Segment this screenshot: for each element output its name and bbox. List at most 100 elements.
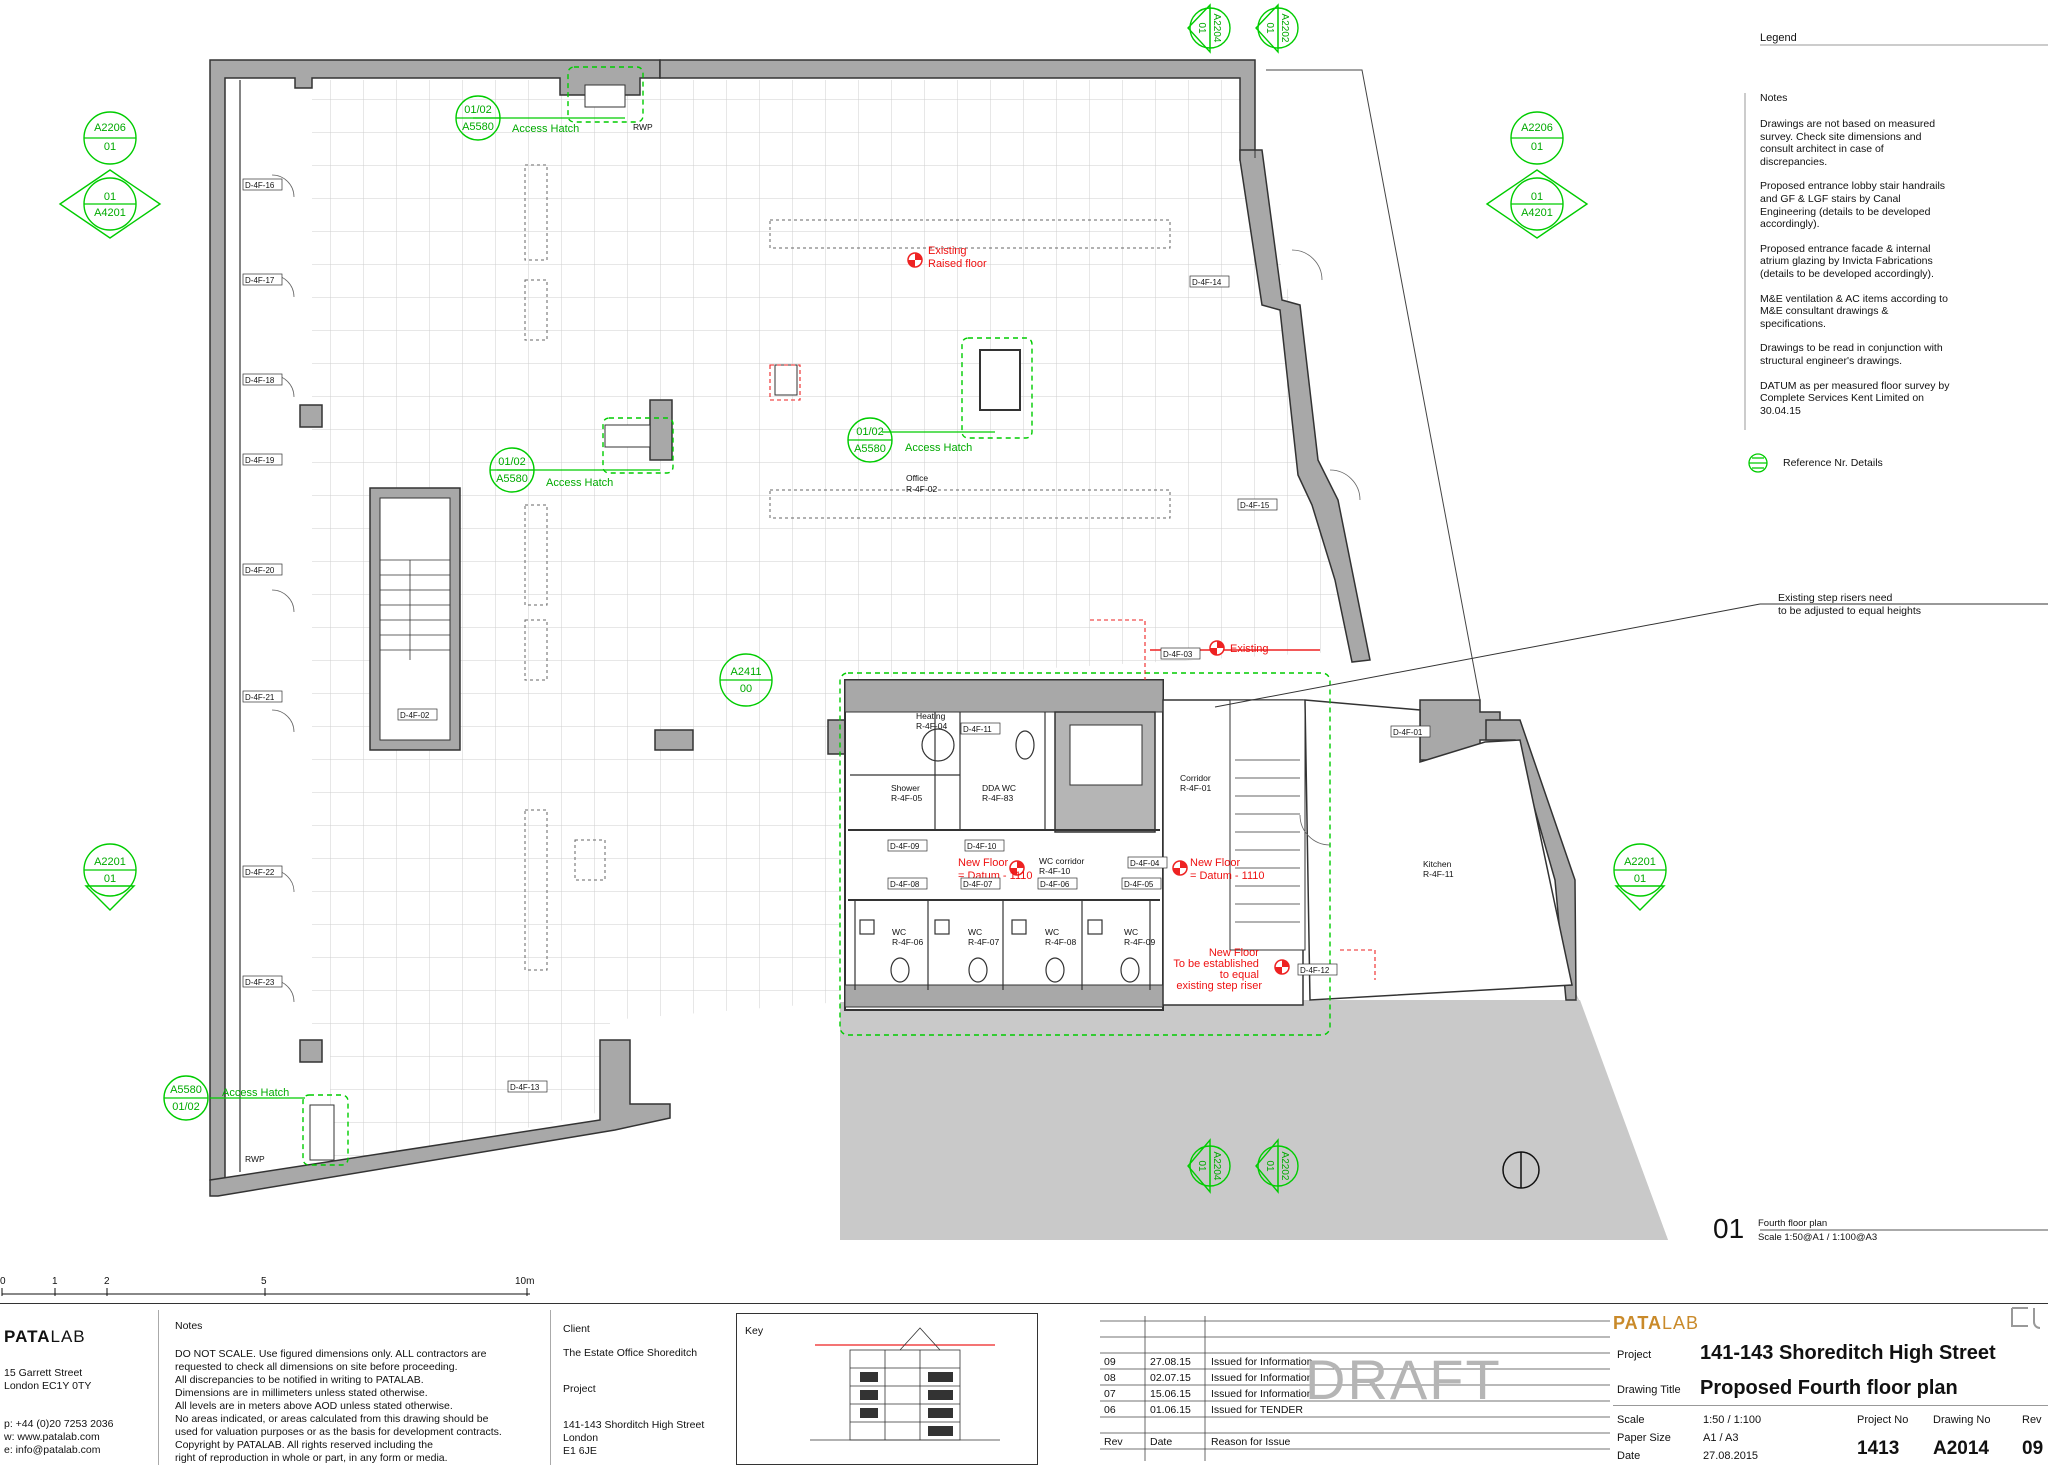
corridor-code: R-4F-01 — [1180, 783, 1211, 793]
door-tag: D-4F-06 — [1040, 880, 1070, 889]
rev-08: 08 — [1104, 1372, 1116, 1384]
ref-a5580-4: A5580 — [170, 1084, 202, 1096]
new-floor-label-2: New Floor — [1190, 857, 1240, 869]
door-tag: D-4F-04 — [1130, 859, 1160, 868]
ref-top-a2202: A2202 — [1279, 14, 1290, 43]
scale-value: 1:50 / 1:100 — [1703, 1414, 1762, 1426]
door-tag: D-4F-21 — [245, 693, 275, 702]
door-tag-box — [1297, 963, 1338, 976]
plan-scale: Scale 1:50@A1 / 1:100@A3 — [1758, 1232, 1878, 1243]
door-tag-box — [960, 877, 1001, 890]
tb-note-line: All discrepancies to be notified in writ… — [175, 1374, 424, 1386]
legend-notes: Drawings are not based on measured surve… — [1760, 118, 1950, 429]
paper-label: Paper Size — [1617, 1432, 1671, 1444]
shower-code: R-4F-05 — [891, 793, 922, 803]
wc-core — [844, 679, 1573, 1011]
company-address-2: London EC1Y 0TY — [4, 1380, 92, 1392]
logo-prefix: PATA — [4, 1327, 51, 1346]
door-tag-box — [242, 563, 283, 576]
rev-09: 09 — [1104, 1356, 1116, 1368]
green-zones — [302, 66, 1331, 1166]
ref-tl-mid: 01 — [104, 141, 116, 153]
tb-note-line: No areas indicated, or areas calculated … — [175, 1413, 489, 1425]
rwp-label-2: RWP — [245, 1154, 265, 1164]
scale-tick-2: 2 — [104, 1276, 110, 1287]
door-tag: D-4F-19 — [245, 456, 275, 465]
drawing-no-label: Drawing No — [1933, 1414, 1991, 1426]
door-tag: D-4F-08 — [890, 880, 920, 889]
ref-bot-a2202-num: 01 — [1264, 1160, 1275, 1172]
company-web: w: www.patalab.com — [4, 1431, 100, 1443]
door-tag: D-4F-11 — [963, 725, 992, 734]
stair-core-left — [369, 487, 461, 751]
divider — [158, 1310, 159, 1465]
door-tag: D-4F-22 — [245, 868, 275, 877]
nfe-line1: New Floor — [1209, 947, 1259, 959]
divider — [1613, 1405, 2048, 1406]
ref-0102-2: 01/02 — [498, 456, 526, 468]
kitchen-label: Kitchen — [1423, 859, 1452, 869]
company-address-1: 15 Garrett Street — [4, 1367, 83, 1379]
company-phone: p: +44 (0)20 7253 2036 — [4, 1418, 114, 1430]
drawing-no: A2014 — [1933, 1438, 1989, 1459]
ref-tr-bot: A4201 — [1521, 207, 1553, 219]
scale-tick-5: 5 — [261, 1276, 267, 1287]
door-tag-box — [1390, 725, 1431, 738]
legend-note: DATUM as per measured floor survey by Co… — [1760, 379, 1950, 417]
rev-09-reason: Issued for Information — [1211, 1356, 1313, 1368]
brand-prefix: PATA — [1613, 1313, 1662, 1333]
ref-lm-bot: 01 — [104, 873, 116, 885]
wc-09-label: WC — [1124, 927, 1138, 937]
floor-plan: A2206 01 01 A4201 A2206 01 01 A4201 A220… — [58, 3, 2048, 1240]
ref-tl-bot: A4201 — [94, 207, 126, 219]
rev-07: 07 — [1104, 1388, 1116, 1400]
door-tag-box — [1121, 877, 1162, 890]
ref-bot-a2202: A2202 — [1279, 1152, 1290, 1181]
rev-header: Rev — [1104, 1436, 1123, 1448]
legend-note: Proposed entrance lobby stair handrails … — [1760, 180, 1946, 231]
heating-code: R-4F-04 — [916, 721, 947, 731]
legend-note: Proposed entrance facade & internal atri… — [1760, 242, 1934, 280]
rev-09-date: 27.08.15 — [1150, 1356, 1191, 1368]
ref-a5580-3: A5580 — [854, 443, 886, 455]
access-hatch-label-4: Access Hatch — [222, 1087, 289, 1099]
tb-note-line: All levels are in meters above AOD unles… — [175, 1400, 453, 1412]
scale-tick-1: 1 — [52, 1276, 58, 1287]
revision-table: 09 27.08.15 Issued for Information 08 02… — [1100, 1316, 1610, 1461]
nfe-line3: to equal — [1220, 969, 1259, 981]
project-no: 1413 — [1857, 1438, 1900, 1459]
door-tag-box — [1189, 275, 1230, 288]
legend-title: Legend — [1760, 32, 1797, 44]
door-tag: D-4F-03 — [1163, 650, 1193, 659]
ref-top-a2202-num: 01 — [1264, 22, 1275, 34]
wc-08-code: R-4F-08 — [1045, 937, 1076, 947]
project-title: 141-143 Shoreditch High Street — [1700, 1342, 1996, 1364]
service-ducts — [524, 164, 1171, 971]
tb-note-line: Copyright by PATALAB. All rights reserve… — [175, 1439, 433, 1451]
ref-0102-3: 01/02 — [856, 426, 884, 438]
ref-top-a2204-num: 01 — [1196, 22, 1207, 34]
wc-09-code: R-4F-09 — [1124, 937, 1155, 947]
ref-a2411: A2411 — [731, 666, 762, 678]
callout-existing-step: Existing step risers need to be adjusted… — [1778, 592, 1922, 617]
kitchen-code: R-4F-11 — [1423, 869, 1454, 879]
ref-bot-a2204-num: 01 — [1196, 1160, 1207, 1172]
ddawc-code: R-4F-83 — [982, 793, 1013, 803]
company-logo: PATALAB — [4, 1327, 86, 1347]
wc-corridor-label: WC corridor — [1039, 856, 1085, 866]
access-hatch-label-2: Access Hatch — [546, 477, 613, 489]
titleblock-rule — [0, 1303, 2048, 1304]
draft-watermark: DRAFT — [1305, 1348, 1502, 1411]
date-label: Date — [1617, 1450, 1641, 1462]
date-value: 27.08.2015 — [1703, 1450, 1759, 1462]
legend-note: M&E ventilation & AC items according to … — [1760, 292, 1948, 330]
existing-label: Existing — [1230, 643, 1269, 655]
rev-06-reason: Issued for TENDER — [1211, 1404, 1304, 1416]
client-name: The Estate Office Shoreditch — [563, 1347, 698, 1359]
rev-08-date: 02.07.15 — [1150, 1372, 1191, 1384]
company-email: e: info@patalab.com — [4, 1444, 101, 1456]
riser-boxes — [309, 84, 1021, 1161]
new-floor-established-label: New Floor To be established to equal exi… — [1173, 947, 1262, 992]
logo-suffix: LAB — [50, 1327, 86, 1346]
wc-06-code: R-4F-06 — [892, 937, 923, 947]
